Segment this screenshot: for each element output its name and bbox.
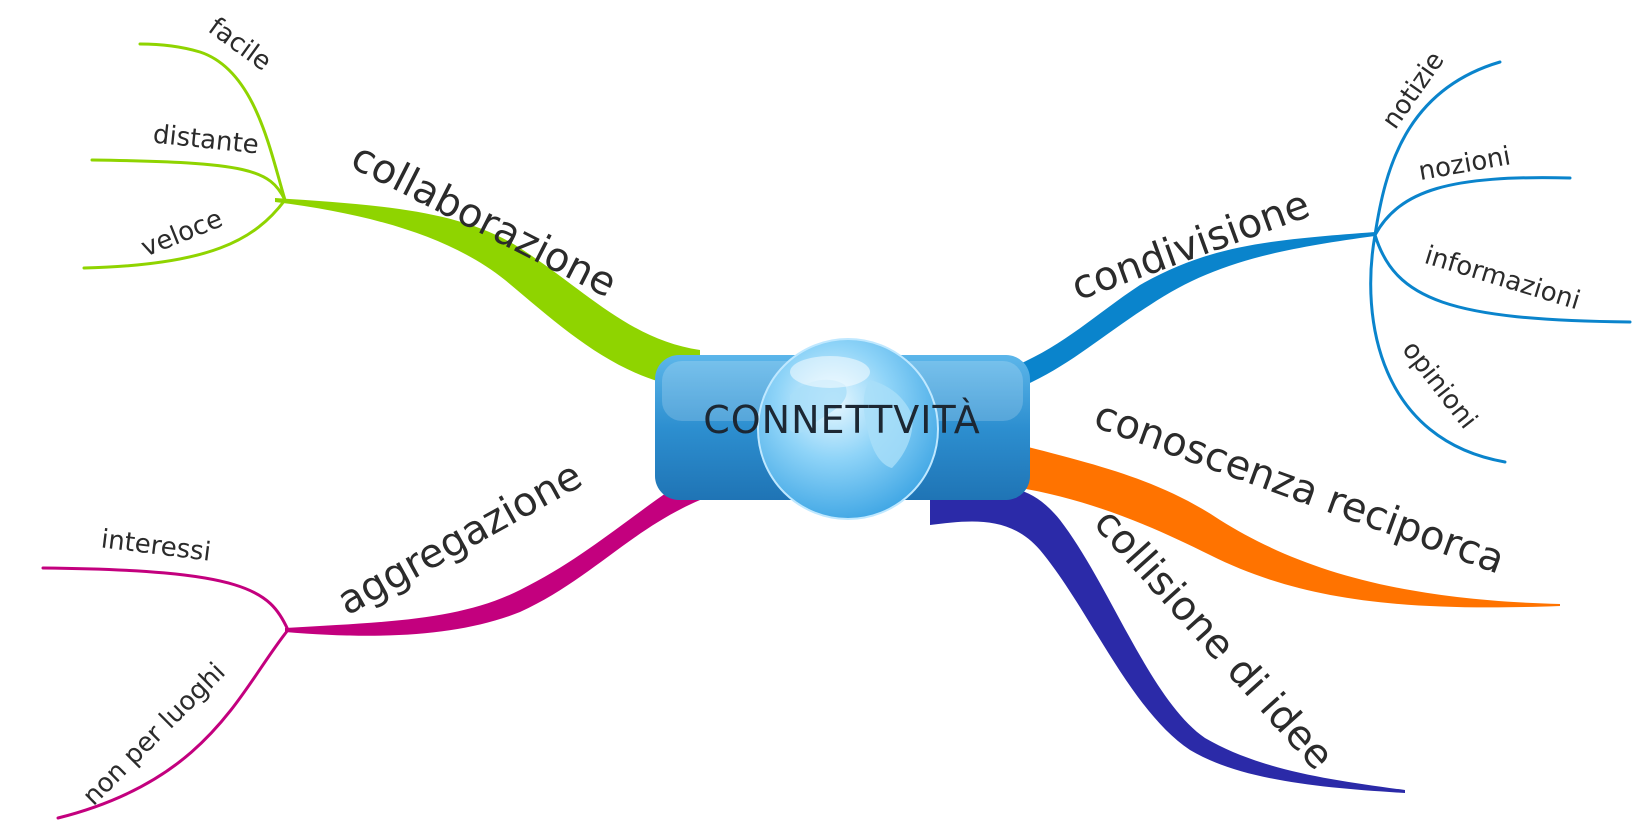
label-veloce[interactable]: veloce <box>137 204 227 264</box>
label-facile[interactable]: facile <box>203 12 277 77</box>
branch-condivisione <box>1000 232 1375 395</box>
branch-collisione <box>930 486 1405 793</box>
label-aggregazione[interactable]: aggregazione <box>330 453 590 625</box>
central-node[interactable]: CONNETTVITÀ <box>655 338 1030 520</box>
branch-aggregazione <box>285 470 700 636</box>
branch-conoscenza <box>1000 440 1560 608</box>
central-label: CONNETTVITÀ <box>703 398 981 442</box>
sub-branches-aggregazione <box>41 566 290 820</box>
sub-branches-collaborazione <box>82 42 287 270</box>
sub-branches-condivisione <box>1369 60 1632 464</box>
branch-collaborazione <box>275 198 700 390</box>
label-informazioni[interactable]: informazioni <box>1421 241 1583 317</box>
globe-icon <box>757 338 939 520</box>
label-opinioni[interactable]: opinioni <box>1396 335 1483 435</box>
label-distante[interactable]: distante <box>152 120 261 161</box>
label-interessi[interactable]: interessi <box>99 524 212 567</box>
